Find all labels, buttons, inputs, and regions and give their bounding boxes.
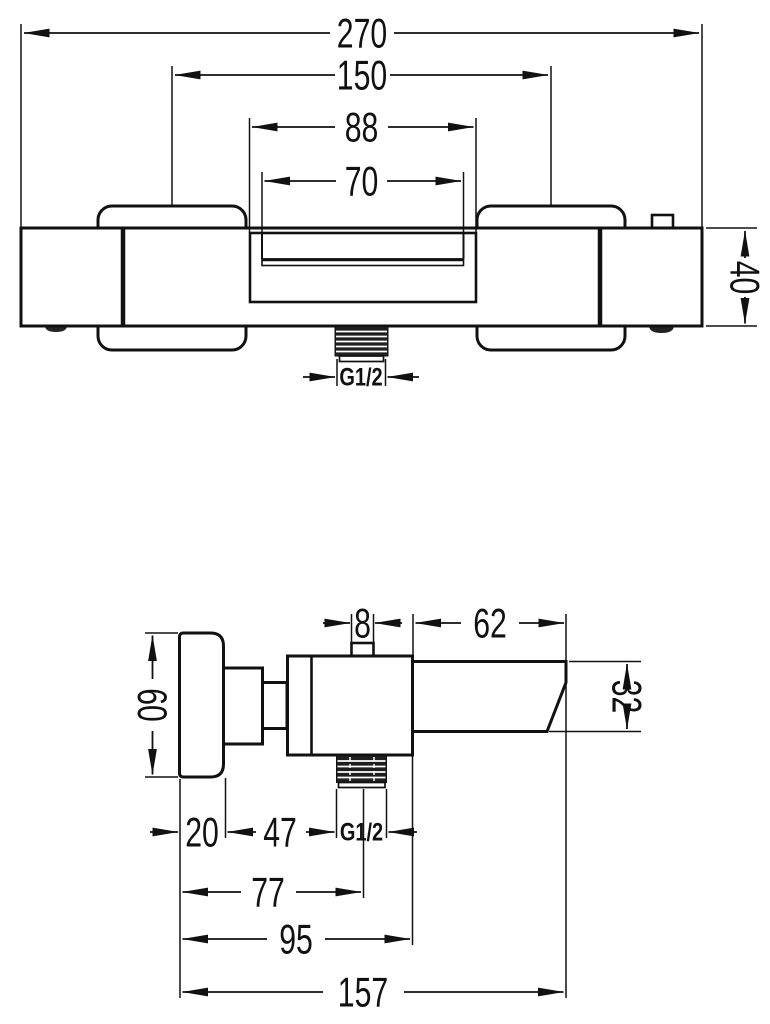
valve-body (286, 654, 414, 757)
dim-outlet-thread-front: G1/2 (339, 363, 382, 391)
spout-slot (261, 233, 465, 267)
handle-profile (178, 631, 225, 779)
dim-flange-depth: 20 (185, 808, 219, 855)
outlet-thread (334, 326, 389, 363)
dim-overall-width: 270 (337, 9, 387, 56)
outlet-thread-side (336, 755, 387, 789)
dim-outlet-thread-side: G1/2 (340, 818, 383, 846)
dim-spout-length: 62 (473, 599, 507, 646)
dim-stub-width: 8 (354, 599, 371, 646)
front-view: 270 150 88 70 40 G1/2 (19, 9, 769, 391)
side-dimension-lines (148, 618, 632, 997)
left-foot (45, 326, 67, 332)
spout-profile (411, 660, 568, 733)
dim-spout-height: 32 (603, 680, 650, 714)
mount-stem-large (222, 666, 264, 746)
dim-recess-width: 88 (345, 103, 379, 150)
right-foot (649, 326, 674, 333)
front-dimension-lines (23, 28, 750, 382)
dim-total-depth: 157 (338, 968, 388, 1015)
dim-flange-to-outlet: 47 (263, 808, 297, 855)
dim-handle-height: 60 (129, 688, 176, 722)
dim-body-depth: 95 (279, 915, 313, 962)
dim-body-height: 40 (721, 261, 768, 295)
dim-handle-spacing: 150 (337, 51, 387, 98)
side-view: 8 62 60 32 20 47 G1/2 77 95 157 (129, 599, 651, 1015)
spout-recess (248, 231, 478, 304)
mount-stem-small (261, 681, 289, 730)
side-extension-lines (145, 614, 641, 998)
dim-outlet-center-depth: 77 (251, 868, 285, 915)
front-extension-lines (20, 24, 757, 386)
dim-slot-width: 70 (345, 157, 379, 204)
